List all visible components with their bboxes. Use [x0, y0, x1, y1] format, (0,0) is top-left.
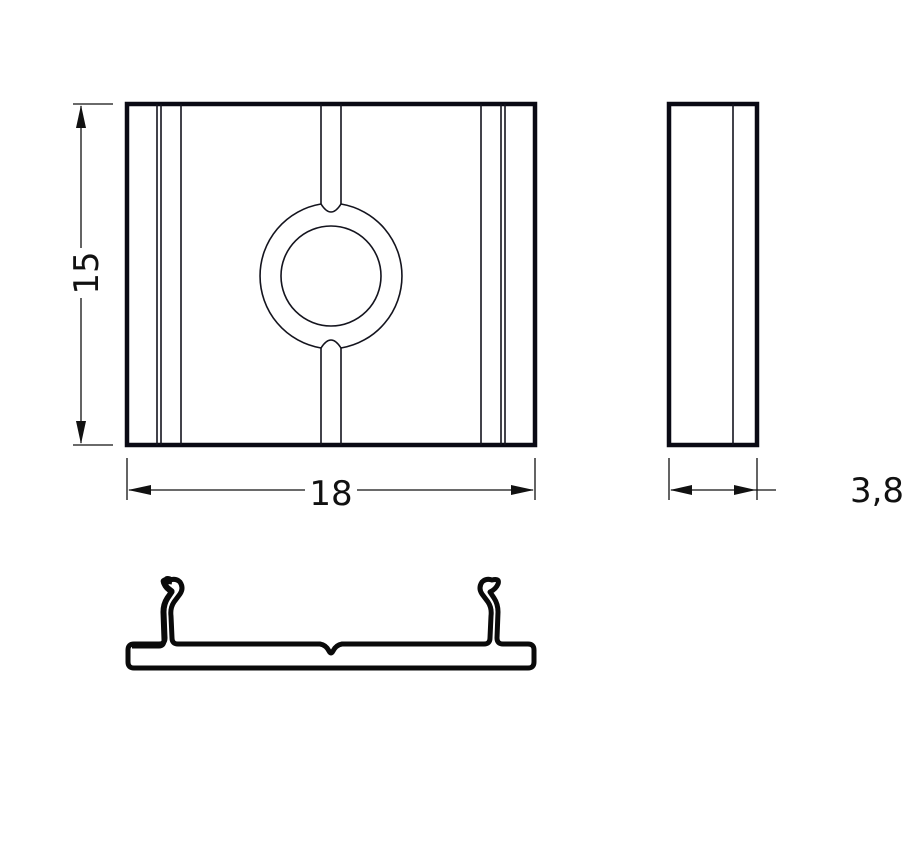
center-slot-bottom: [320, 348, 342, 445]
side-view-outline: [666, 101, 760, 448]
front-view: [124, 101, 538, 448]
width-arrow-left-icon: [128, 485, 151, 495]
depth-dimension: 3,8: [668, 458, 904, 511]
side-view: [666, 101, 760, 448]
width-arrow-right-icon: [511, 485, 534, 495]
center-slot-top: [320, 104, 342, 204]
height-arrow-bottom-icon: [76, 421, 86, 444]
profile-view: [125, 575, 537, 671]
height-dimension: 15: [67, 103, 113, 446]
profile-shape: [125, 576, 537, 671]
width-dimension: 18: [126, 458, 536, 514]
height-label: 15: [67, 251, 107, 294]
depth-arrow-right-icon: [734, 485, 756, 495]
height-arrow-top-icon: [76, 105, 86, 128]
ring-inner-hole: [280, 225, 382, 327]
front-view-outline: [124, 101, 538, 448]
ring-outer: [259, 203, 403, 349]
depth-arrow-left-icon: [670, 485, 692, 495]
width-label: 18: [309, 474, 352, 514]
depth-label: 3,8: [850, 471, 904, 511]
